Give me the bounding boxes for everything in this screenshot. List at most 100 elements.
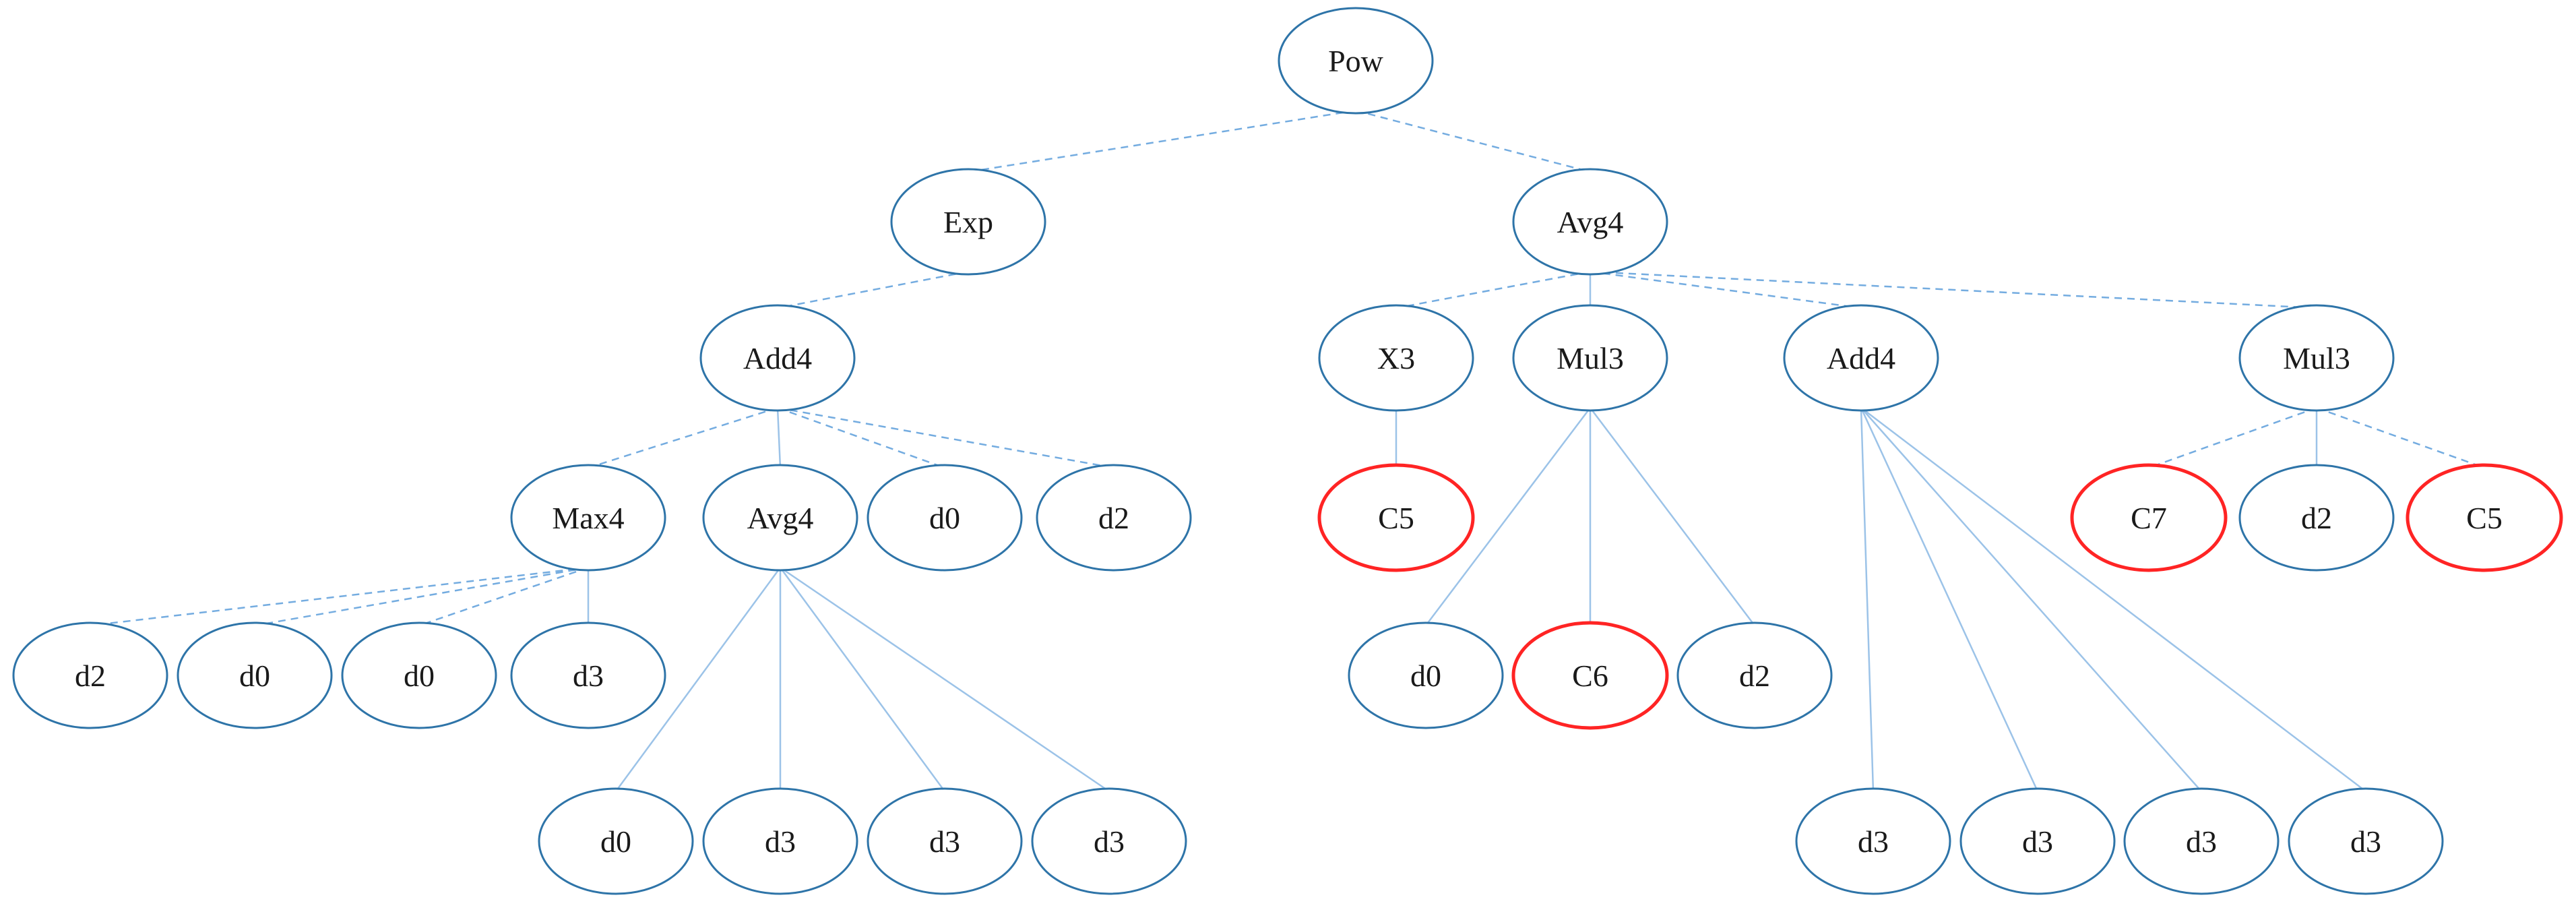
node-d3b1: d3: [702, 787, 858, 895]
edge-avg4l-d3b3: [780, 566, 1110, 793]
node-ellipse: [867, 787, 1023, 895]
constant-node-ellipse: [1317, 463, 1475, 572]
node-label: Add4: [1827, 341, 1895, 375]
node-label: d0: [600, 824, 631, 859]
edge-max4-d0bl1: [254, 566, 589, 627]
node-ellipse: [2288, 787, 2444, 895]
node-ellipse: [2238, 304, 2395, 412]
node-ellipse: [1512, 168, 1668, 276]
edge-max4-d0bl2: [418, 566, 589, 627]
node-ellipse: [2238, 464, 2395, 572]
node-mul3a: Mul3: [1512, 304, 1668, 412]
node-label: d2: [75, 659, 106, 693]
node-ellipse: [341, 621, 497, 729]
node-ellipse: [1031, 787, 1187, 895]
node-ellipse: [1512, 304, 1668, 412]
node-label: d3: [2350, 824, 2381, 859]
node-label: d0: [404, 659, 435, 693]
edge-add4r-d3r1: [1860, 407, 1875, 792]
node-ellipse: [12, 621, 168, 729]
edge-max4-d2bl: [90, 566, 589, 627]
node-d0l1: d0: [867, 464, 1023, 572]
node-d2l1: d2: [1036, 464, 1192, 572]
node-ellipse: [510, 621, 666, 729]
node-label: d3: [573, 659, 604, 693]
node-ellipse: [890, 168, 1046, 276]
edge-avg4r-mul3b: [1590, 270, 2317, 309]
edge-add4r-d3r2: [1860, 407, 2039, 792]
edge-add4r-d3r4: [1860, 407, 2366, 792]
edge-add4r-d3r3: [1860, 407, 2202, 792]
edge-pow-avg4r: [1355, 109, 1591, 173]
edge-avg4r-add4r: [1590, 270, 1862, 309]
node-label: C6: [1572, 659, 1608, 693]
node-ellipse: [2123, 787, 2280, 895]
edge-add4l-d0l1: [777, 406, 945, 469]
node-avg4l: Avg4: [702, 464, 858, 572]
node-ellipse: [702, 787, 858, 895]
node-d0m: d0: [1348, 621, 1504, 729]
node-d3r2: d3: [1959, 787, 2116, 895]
node-d3bl: d3: [510, 621, 666, 729]
edge-mul3b-c5b: [2316, 406, 2485, 469]
node-d2r1: d2: [2238, 464, 2395, 572]
node-label: d3: [1094, 824, 1125, 859]
node-ellipse: [699, 304, 856, 412]
edge-add4l-avg4l: [776, 407, 782, 468]
node-d0bl2: d0: [341, 621, 497, 729]
node-c6: C6: [1511, 621, 1669, 730]
node-d3r1: d3: [1795, 787, 1951, 895]
node-avg4r: Avg4: [1512, 168, 1668, 276]
node-label: Max4: [552, 501, 624, 535]
edge-pow-exp: [968, 109, 1356, 173]
node-label: d3: [1858, 824, 1889, 859]
node-label: Avg4: [747, 501, 814, 535]
node-label: C7: [2131, 501, 2167, 535]
node-label: d0: [239, 659, 270, 693]
node-c7: C7: [2070, 463, 2228, 572]
edge-mul3a-d2m: [1590, 407, 1755, 626]
node-label: Exp: [943, 205, 993, 239]
node-label: Pow: [1328, 44, 1384, 78]
node-label: d3: [2186, 824, 2217, 859]
edge-add4l-max4: [588, 406, 778, 469]
node-pow: Pow: [1278, 7, 1434, 115]
edge-mul3b-c7: [2148, 406, 2317, 469]
node-d3b2: d3: [867, 787, 1023, 895]
edge-add4l-d2l1: [777, 406, 1114, 469]
node-ellipse: [1795, 787, 1951, 895]
node-ellipse: [1036, 464, 1192, 572]
node-exp: Exp: [890, 168, 1046, 276]
node-label: Add4: [743, 341, 812, 375]
node-d0b1: d0: [538, 787, 694, 895]
node-label: d3: [929, 824, 960, 859]
node-label: Mul3: [2283, 341, 2350, 375]
node-label: Avg4: [1557, 205, 1624, 239]
node-d3r3: d3: [2123, 787, 2280, 895]
node-d2bl: d2: [12, 621, 168, 729]
node-label: d0: [1410, 659, 1441, 693]
node-label: C5: [2466, 501, 2503, 535]
edge-avg4l-d3b2: [779, 567, 946, 792]
node-ellipse: [1278, 7, 1434, 115]
node-label: d3: [2022, 824, 2053, 859]
node-ellipse: [1348, 621, 1504, 729]
constant-node-ellipse: [2406, 463, 2563, 572]
node-label: C5: [1378, 501, 1414, 535]
node-add4l: Add4: [699, 304, 856, 412]
edge-avg4r-x3: [1395, 270, 1591, 309]
node-ellipse: [1676, 621, 1833, 729]
node-d2m: d2: [1676, 621, 1833, 729]
node-c5a: C5: [1317, 463, 1475, 572]
node-ellipse: [177, 621, 333, 729]
node-label: d2: [2301, 501, 2332, 535]
node-label: X3: [1377, 341, 1415, 375]
edge-avg4l-d0b1: [615, 567, 782, 792]
node-ellipse: [867, 464, 1023, 572]
node-x3: X3: [1318, 304, 1474, 412]
node-mul3b: Mul3: [2238, 304, 2395, 412]
node-ellipse: [1959, 787, 2116, 895]
node-ellipse: [1318, 304, 1474, 412]
